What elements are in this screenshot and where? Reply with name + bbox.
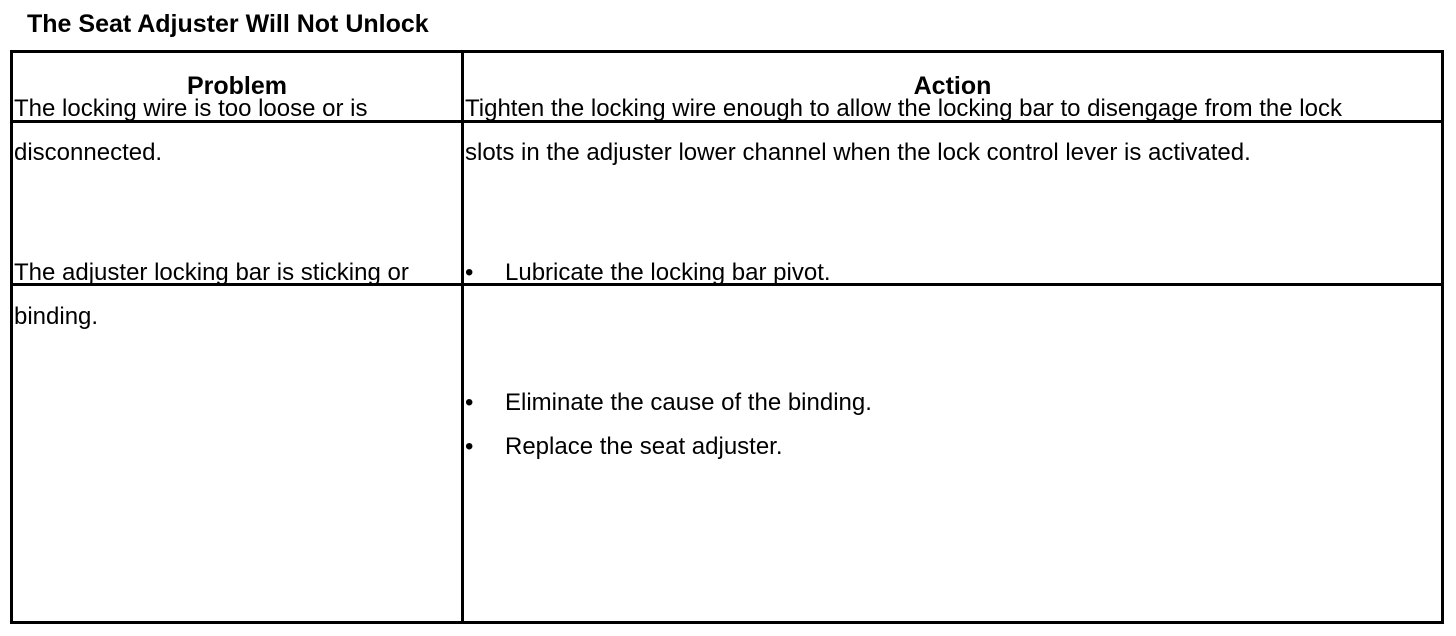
- action-list-item-text: Replace the seat adjuster.: [505, 433, 783, 460]
- action-list-item: • Lubricate the locking bar pivot.: [465, 251, 831, 295]
- page-title: The Seat Adjuster Will Not Unlock: [27, 10, 429, 38]
- header-problem: Problem: [186, 72, 288, 100]
- action-list-item: • Eliminate the cause of the binding.: [465, 381, 872, 425]
- column-divider: [461, 53, 464, 621]
- action-list-item-text: Lubricate the locking bar pivot.: [505, 259, 831, 286]
- row-1-action-cell: Tighten the locking wire enough to allow…: [465, 95, 1342, 166]
- bullet-icon: •: [465, 259, 474, 286]
- row-divider: [13, 283, 1441, 286]
- row-1-problem-cell: The locking wire is too loose or is disc…: [14, 95, 368, 166]
- troubleshooting-table: Problem Action: [10, 50, 1444, 624]
- action-list-item-text: Eliminate the cause of the binding.: [505, 389, 872, 416]
- action-list-item: • Replace the seat adjuster.: [465, 425, 783, 469]
- header-action: Action: [913, 72, 992, 100]
- row-2-problem-cell: The adjuster locking bar is sticking or …: [14, 259, 409, 330]
- bullet-icon: •: [465, 389, 474, 416]
- bullet-icon: •: [465, 433, 474, 460]
- header-row-divider: [13, 120, 1441, 123]
